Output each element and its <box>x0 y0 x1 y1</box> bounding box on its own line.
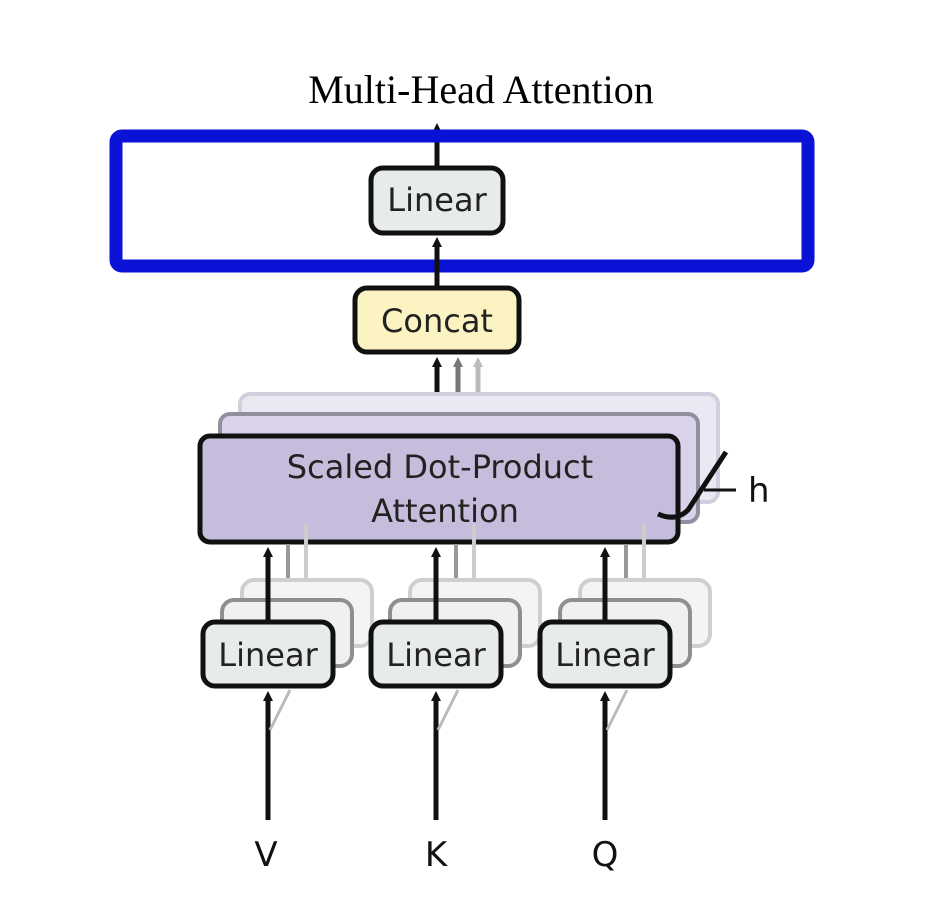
heads-label: h <box>748 471 770 511</box>
attention-label-line2: Attention <box>371 492 519 530</box>
output-linear-label: Linear <box>387 181 487 219</box>
highlight-box <box>109 129 815 273</box>
linear-k-stack: Linear <box>368 578 542 689</box>
heads-bracket <box>656 450 729 520</box>
linear-v-label: Linear <box>218 636 318 674</box>
input-ghost-fans <box>268 689 629 731</box>
concat-label: Concat <box>381 302 493 340</box>
ghost-connector-lines-light <box>304 524 646 580</box>
input-label-q: Q <box>592 835 619 875</box>
linear-k-label: Linear <box>386 636 486 674</box>
diagram-title: Multi-Head Attention <box>308 67 654 112</box>
input-label-k: K <box>425 835 449 875</box>
output-linear-block: Linear <box>368 165 506 236</box>
input-label-v: V <box>254 835 277 875</box>
linear-v-stack: Linear <box>200 578 374 689</box>
attention-block: Scaled Dot-Product Attention <box>197 433 681 545</box>
concat-block: Concat <box>352 285 522 355</box>
linear-q-stack: Linear <box>537 578 712 689</box>
linear-q-label: Linear <box>555 636 655 674</box>
attention-label-line1: Scaled Dot-Product <box>287 448 593 486</box>
